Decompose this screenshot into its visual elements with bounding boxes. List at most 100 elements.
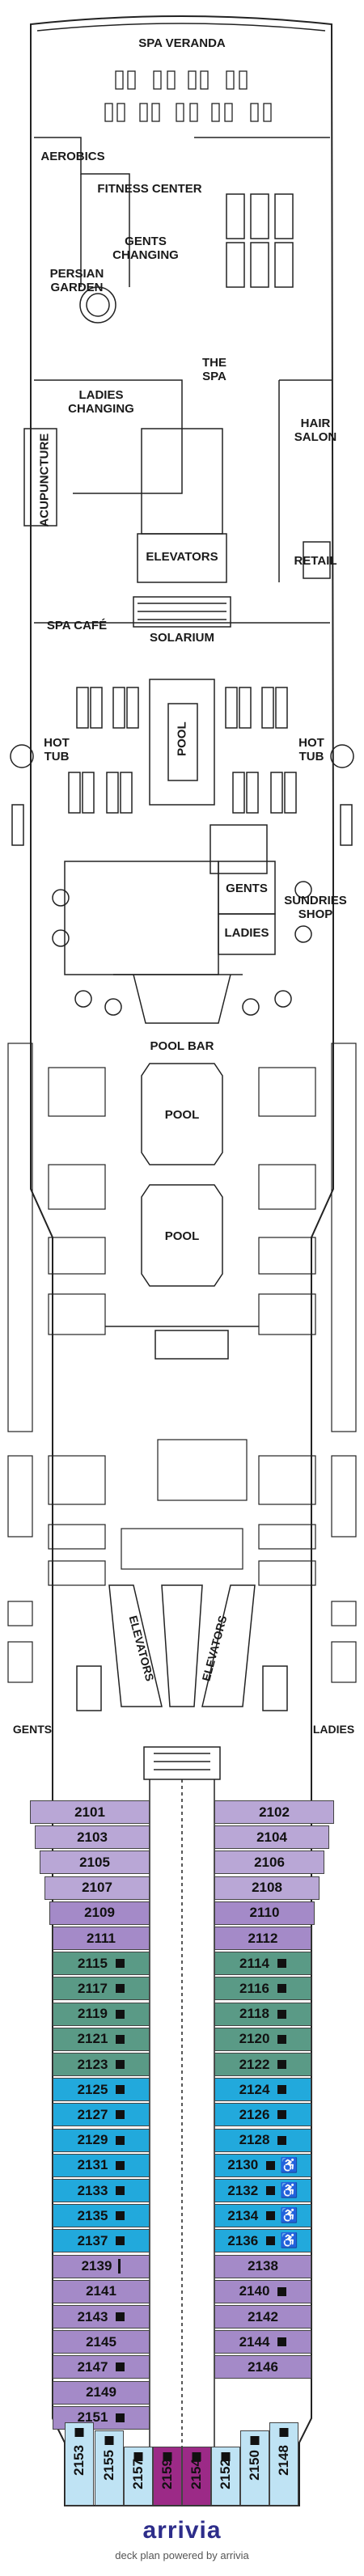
- cabin-2116[interactable]: 2116: [214, 1977, 311, 2001]
- cabin-number: 2116: [239, 1980, 269, 1996]
- cabin-number: 2133: [77, 2182, 108, 2198]
- cabin-2137[interactable]: 2137: [53, 2229, 150, 2253]
- cabin-2107[interactable]: 2107: [44, 1876, 150, 1900]
- wheelchair-icon: ♿: [280, 2232, 298, 2249]
- cabin-2126[interactable]: 2126: [214, 2103, 311, 2127]
- cabin-2159[interactable]: 2159: [153, 2447, 182, 2506]
- cabin-2114[interactable]: 2114: [214, 1952, 311, 1976]
- cabin-2128[interactable]: 2128: [214, 2128, 311, 2152]
- cabin-number: 2150: [247, 2449, 262, 2481]
- cabin-number: 2103: [77, 1829, 108, 1845]
- cabin-2132[interactable]: 2132♿: [214, 2179, 311, 2202]
- cabin-number: 2146: [248, 2358, 278, 2375]
- cabin-2150[interactable]: 2150: [240, 2430, 269, 2506]
- cabin-2103[interactable]: 2103: [35, 1825, 150, 1850]
- the-spa-label: THE SPA: [202, 356, 226, 384]
- cabin-2119[interactable]: 2119: [53, 2002, 150, 2026]
- cabin-2133[interactable]: 2133: [53, 2179, 150, 2202]
- cabin-number: 2121: [77, 2031, 108, 2047]
- cabin-2154[interactable]: 2154: [182, 2447, 211, 2506]
- cabin-2118[interactable]: 2118: [214, 2002, 311, 2026]
- cabin-number: 2138: [248, 2258, 278, 2274]
- cabin-2135[interactable]: 2135: [53, 2204, 150, 2228]
- bed-icon: [116, 2413, 125, 2422]
- cabin-number: 2154: [188, 2458, 204, 2489]
- cabin-number: 2106: [254, 1854, 285, 1870]
- sundries-shop-label: SUNDRIES SHOP: [284, 894, 347, 922]
- cabin-2144[interactable]: 2144: [214, 2330, 311, 2354]
- cabin-2120[interactable]: 2120: [214, 2027, 311, 2051]
- cabin-2112[interactable]: 2112: [214, 1927, 311, 1950]
- cabin-2152[interactable]: 2152: [211, 2447, 240, 2506]
- cabin-2146[interactable]: 2146: [214, 2355, 311, 2379]
- cabin-2129[interactable]: 2129: [53, 2128, 150, 2152]
- bed-icon: [116, 2085, 125, 2095]
- cabin-2145[interactable]: 2145: [53, 2330, 150, 2354]
- cabin-number: 2112: [248, 1930, 278, 1946]
- bed-icon: [116, 2060, 125, 2069]
- ladies-changing-label: LADIES CHANGING: [68, 388, 134, 417]
- cabin-2108[interactable]: 2108: [214, 1876, 320, 1900]
- cabin-2139[interactable]: 2139: [53, 2254, 150, 2278]
- cabin-number: 2132: [227, 2182, 259, 2198]
- cabin-2155[interactable]: 2155: [95, 2430, 124, 2506]
- connecting-icon: [118, 2259, 121, 2274]
- cabin-2149[interactable]: 2149: [53, 2380, 150, 2405]
- cabin-2148[interactable]: 2148: [269, 2422, 298, 2506]
- cabin-2136[interactable]: 2136♿: [214, 2229, 311, 2253]
- bed-icon: [104, 2436, 114, 2445]
- cabin-number: 2110: [249, 1905, 280, 1921]
- cabin-2101[interactable]: 2101: [30, 1800, 150, 1824]
- cabin-2127[interactable]: 2127: [53, 2103, 150, 2127]
- cabin-2115[interactable]: 2115: [53, 1952, 150, 1976]
- cabin-number: 2129: [77, 2132, 108, 2148]
- cabin-2105[interactable]: 2105: [40, 1851, 150, 1875]
- cabin-2122[interactable]: 2122: [214, 2053, 311, 2076]
- pool-3-label: POOL: [164, 1229, 200, 1243]
- cabin-2141[interactable]: 2141: [53, 2279, 150, 2303]
- cabin-number: 2157: [130, 2458, 146, 2489]
- bed-icon: [192, 2452, 201, 2461]
- cabin-number: 2108: [252, 1880, 282, 1896]
- cabin-number: 2117: [78, 1980, 108, 1996]
- cabin-2153[interactable]: 2153: [65, 2422, 94, 2506]
- bed-icon: [116, 2211, 125, 2221]
- cabin-number: 2125: [77, 2081, 108, 2097]
- side-loungers: [7, 1043, 357, 1683]
- bed-icon: [279, 2428, 289, 2437]
- cabin-2104[interactable]: 2104: [214, 1825, 329, 1850]
- bed-icon: [163, 2452, 172, 2461]
- cabin-2110[interactable]: 2110: [214, 1901, 315, 1925]
- cabin-2106[interactable]: 2106: [214, 1851, 324, 1875]
- gents-aft-label: GENTS: [12, 1723, 53, 1736]
- bed-icon: [116, 2110, 125, 2120]
- cabin-2140[interactable]: 2140: [214, 2279, 311, 2303]
- cabin-2109[interactable]: 2109: [49, 1901, 150, 1925]
- cabin-2124[interactable]: 2124: [214, 2078, 311, 2102]
- cabin-2143[interactable]: 2143: [53, 2305, 150, 2329]
- cabin-2125[interactable]: 2125: [53, 2078, 150, 2102]
- cabin-2138[interactable]: 2138: [214, 2254, 311, 2278]
- cabin-2121[interactable]: 2121: [53, 2027, 150, 2051]
- cabin-2142[interactable]: 2142: [214, 2305, 311, 2329]
- cabin-2111[interactable]: 2111: [53, 1927, 150, 1950]
- cabin-2123[interactable]: 2123: [53, 2053, 150, 2076]
- cabin-number: 2111: [87, 1930, 116, 1946]
- cabin-2117[interactable]: 2117: [53, 1977, 150, 2001]
- cabin-number: 2145: [86, 2333, 116, 2350]
- cabin-2130[interactable]: 2130♿: [214, 2153, 311, 2177]
- bed-icon: [133, 2452, 143, 2461]
- cabin-2151[interactable]: 2151: [53, 2405, 150, 2430]
- cabin-2134[interactable]: 2134♿: [214, 2204, 311, 2228]
- bed-icon: [250, 2436, 260, 2445]
- cabin-2147[interactable]: 2147: [53, 2355, 150, 2379]
- cabin-number: 2126: [239, 2106, 270, 2122]
- bed-icon: [115, 1984, 125, 1994]
- hot-tub-right-label: HOT TUB: [298, 736, 324, 764]
- cabin-number: 2123: [77, 2056, 108, 2072]
- gents-mid-label: GENTS: [226, 882, 268, 895]
- cabin-2157[interactable]: 2157: [124, 2447, 153, 2506]
- cabin-2131[interactable]: 2131: [53, 2153, 150, 2177]
- cabin-number: 2128: [239, 2132, 270, 2148]
- cabin-2102[interactable]: 2102: [214, 1800, 334, 1824]
